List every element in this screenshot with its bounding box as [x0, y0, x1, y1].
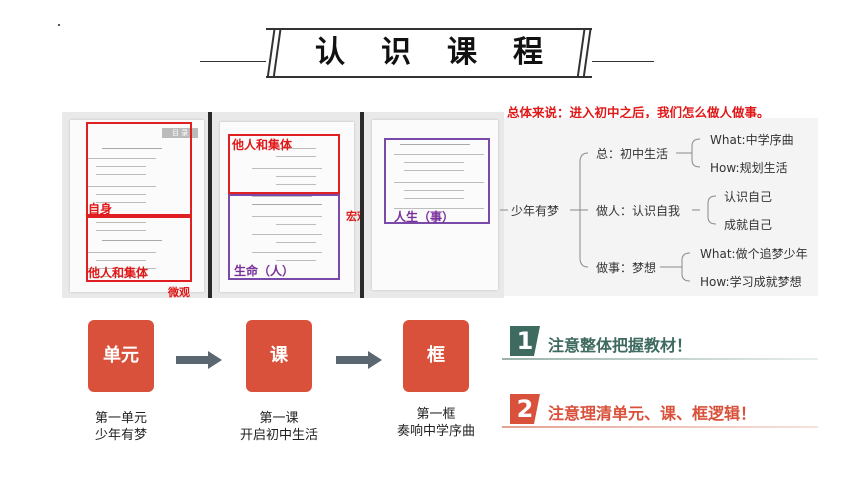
- frame-box: 框: [403, 320, 469, 392]
- page-gutter-2: [360, 112, 364, 298]
- mindmap-leaf-achieve-self: 成就自己: [724, 218, 773, 232]
- page-gutter: [208, 112, 214, 298]
- title-line-right: [592, 61, 654, 62]
- decor-dot: [58, 24, 60, 26]
- mindmap-branch-person: 做人：认识自我: [596, 204, 681, 218]
- frame-caption: 第一框 奏响中学序曲: [376, 406, 496, 440]
- textbook-page-1: 目 录 自身 他人和集体 微观: [62, 112, 210, 298]
- lesson-caption-line1: 第一课: [259, 411, 299, 426]
- label-self: 自身: [88, 202, 113, 216]
- title-frame: 认识课程: [266, 28, 592, 78]
- frame-caption-line2: 奏响中学序曲: [396, 424, 475, 439]
- tip-2-number: 2: [510, 394, 540, 424]
- arrow-right-icon: [176, 351, 222, 369]
- mindmap-branch-doing: 做事：梦想: [596, 261, 657, 275]
- mindmap-branch-overall: 总：初中生活: [596, 147, 669, 161]
- unit-caption-line2: 少年有梦: [94, 428, 147, 443]
- unit-caption: 第一单元 少年有梦: [61, 410, 181, 444]
- tip-1-number: 1: [510, 326, 540, 356]
- mindmap-leaf-how-2: How:学习成就梦想: [700, 275, 802, 289]
- lesson-caption-line2: 开启初中生活: [239, 428, 318, 443]
- tip-1-text: 注意整体把握教材！: [548, 336, 693, 355]
- unit-caption-line1: 第一单元: [94, 411, 147, 426]
- tip-2: 2 注意理清单元、课、框逻辑！: [502, 392, 818, 428]
- contents-tab: 目 录: [162, 128, 198, 138]
- summary-text: 总体来说：进入初中之后，我们怎么做人做事。: [507, 105, 770, 120]
- label-life: 生命（人）: [234, 264, 295, 278]
- lesson-caption: 第一课 开启初中生活: [219, 410, 339, 444]
- textbook-page-3: 人生（事）: [364, 112, 504, 298]
- mindmap-root: 少年有梦: [511, 204, 560, 218]
- mindmap-leaf-what-1: What:中学序曲: [710, 133, 794, 147]
- group-box: [86, 216, 192, 282]
- label-macro: 宏观: [346, 210, 362, 223]
- tip-1: 1 注意整体把握教材！: [502, 324, 818, 360]
- unit-box: 单元: [88, 320, 154, 392]
- mindmap-leaf-what-2: What:做个追梦少年: [700, 247, 808, 261]
- label-life-affairs: 人生（事）: [394, 210, 455, 224]
- mindmap-background: [504, 118, 818, 296]
- life-box: [228, 194, 340, 280]
- life-affairs-box: [384, 138, 490, 224]
- lesson-box: 课: [246, 320, 312, 392]
- mindmap-leaf-how-1: How:规划生活: [710, 161, 788, 175]
- page-title: 认识课程: [315, 35, 579, 70]
- tip-2-text: 注意理清单元、课、框逻辑！: [548, 404, 757, 423]
- label-group-2: 他人和集体: [232, 138, 293, 152]
- mindmap-leaf-know-self: 认识自己: [724, 190, 773, 204]
- frame-caption-line1: 第一框: [416, 407, 456, 422]
- title-line-left: [200, 61, 266, 62]
- self-box: [86, 122, 192, 216]
- label-micro: 微观: [168, 286, 190, 298]
- group-box-2: [228, 134, 340, 194]
- arrow-right-icon: [336, 351, 382, 369]
- textbook-page-2: 他人和集体 生命（人） 宏观: [212, 112, 362, 298]
- label-group: 他人和集体: [88, 266, 149, 280]
